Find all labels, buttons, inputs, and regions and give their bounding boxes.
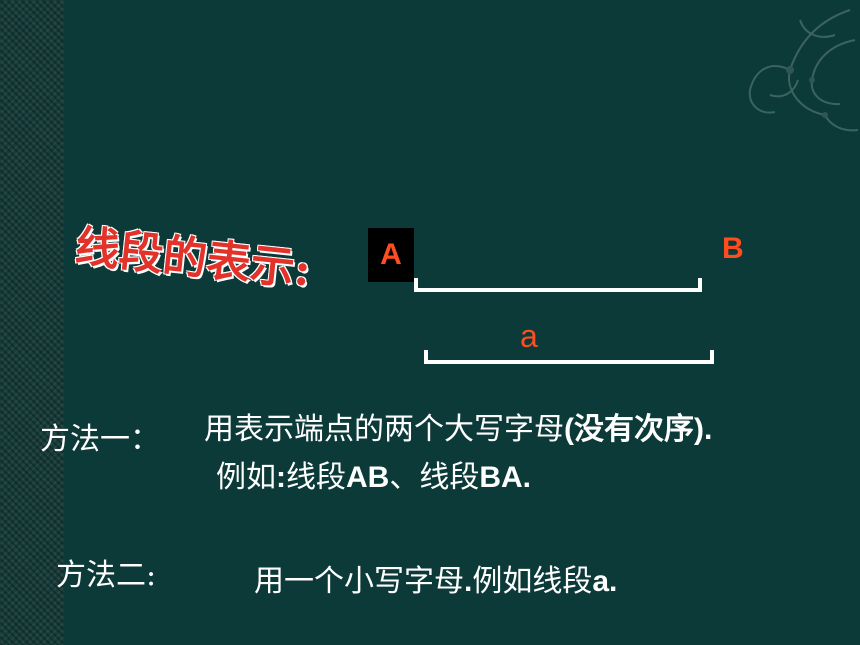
decorative-side-band: [0, 0, 64, 645]
method-one-description: 用表示端点的两个大写字母(没有次序).: [204, 404, 712, 448]
method-two-label: 方法二:: [56, 558, 157, 593]
segment-ab-left-tick: [414, 278, 418, 292]
method-one-example-colon: :: [276, 461, 286, 494]
method-two-description-example: 例如线段: [472, 564, 593, 599]
method-one-example-ab: AB: [346, 461, 390, 494]
segment-a-left-tick: [424, 350, 428, 364]
segment-ab-line: [414, 288, 702, 292]
segment-ab-right-tick: [698, 278, 702, 292]
method-one-label: 方法一：: [40, 422, 160, 457]
segment-letter-label: a: [520, 318, 538, 354]
method-one-example-prefix: 例如: [216, 460, 276, 495]
segment-a-line: [424, 360, 714, 364]
method-one-example: 例如:线段AB、线段BA.: [216, 452, 531, 496]
point-b-label: B: [722, 232, 744, 265]
method-one-example-word2: 、线段: [389, 460, 480, 495]
segment-ab-diagram: [414, 276, 702, 292]
segment-a-right-tick: [710, 350, 714, 364]
method-two-description-period: .: [464, 565, 473, 598]
method-one-description-note: (没有次序).: [564, 413, 713, 446]
method-two-description-text: 用一个小写字母: [254, 564, 464, 599]
slide-title: 线段的表示:: [72, 221, 314, 297]
point-a-label: A: [368, 228, 414, 282]
method-one-example-ba: BA.: [479, 461, 532, 494]
decorative-phoenix-ornament: [748, 9, 859, 132]
method-one-example-word1: 线段: [286, 460, 346, 495]
segment-a-diagram: [424, 348, 714, 364]
method-one-description-text: 用表示端点的两个大写字母: [204, 412, 564, 447]
method-two-description-a: a.: [592, 565, 618, 598]
method-two-description: 用一个小写字母.例如线段a.: [254, 556, 617, 600]
